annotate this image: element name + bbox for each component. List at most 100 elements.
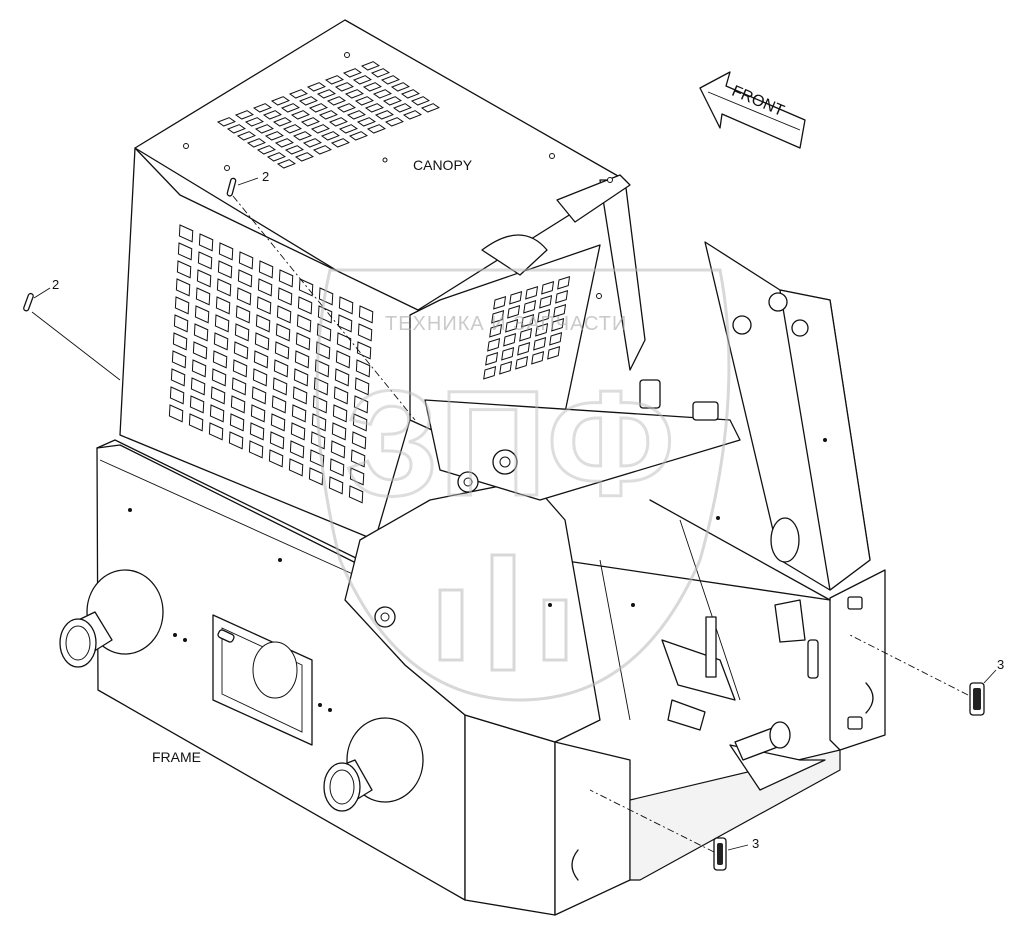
grille-opening bbox=[233, 341, 249, 360]
grille-opening bbox=[302, 138, 322, 148]
grille-opening bbox=[174, 296, 190, 315]
axle-tube-right bbox=[323, 717, 424, 812]
grille-opening bbox=[228, 431, 244, 450]
grille-opening bbox=[382, 96, 402, 106]
grille-opening bbox=[297, 296, 313, 315]
callout-2-top-group: 2 bbox=[226, 169, 416, 421]
grille-opening bbox=[178, 224, 194, 243]
grille-opening bbox=[273, 359, 289, 378]
grille-opening bbox=[517, 342, 531, 356]
grille-opening bbox=[254, 332, 270, 351]
grille-opening bbox=[537, 309, 551, 323]
grille-opening bbox=[252, 103, 272, 113]
grille-opening bbox=[328, 476, 344, 495]
grille-opening bbox=[332, 404, 348, 423]
grille-opening bbox=[249, 422, 265, 441]
grille-opening bbox=[521, 314, 535, 328]
grille-opening bbox=[354, 377, 370, 396]
watermark-letters: ЗПФ bbox=[345, 359, 675, 527]
grille-opening bbox=[269, 431, 285, 450]
grille-opening bbox=[250, 404, 266, 423]
grille-opening bbox=[288, 458, 304, 477]
grille-opening bbox=[392, 103, 412, 113]
grille-opening bbox=[270, 413, 286, 432]
grille-opening bbox=[246, 138, 266, 148]
grille-opening bbox=[211, 368, 227, 387]
grille-opening bbox=[390, 82, 410, 92]
grille-opening bbox=[229, 413, 245, 432]
grille-opening bbox=[197, 251, 213, 270]
grille-opening bbox=[177, 242, 193, 261]
grille-opening bbox=[236, 287, 252, 306]
grille-opening bbox=[291, 404, 307, 423]
grille-opening bbox=[358, 305, 374, 324]
grille-opening bbox=[515, 356, 529, 370]
grille-opening bbox=[169, 386, 185, 405]
callout-3-right: 3 bbox=[997, 657, 1004, 672]
grille-opening bbox=[195, 287, 211, 306]
grille-opening bbox=[336, 332, 352, 351]
grille-opening bbox=[274, 138, 294, 148]
grille-opening bbox=[175, 278, 191, 297]
grille-opening bbox=[172, 332, 188, 351]
grille-opening bbox=[549, 332, 563, 346]
grille-opening bbox=[232, 359, 248, 378]
grille-opening bbox=[236, 131, 256, 141]
callout-2-left: 2 bbox=[52, 277, 59, 292]
grille-opening bbox=[171, 350, 187, 369]
grille-opening bbox=[330, 440, 346, 459]
axle-tube-left bbox=[59, 569, 164, 668]
watermark-text: ТЕХНИКА И ЗАПЧАСТИ bbox=[385, 313, 627, 335]
grille-opening bbox=[353, 395, 369, 414]
grille-opening bbox=[290, 110, 310, 120]
grille-opening bbox=[355, 359, 371, 378]
grille-opening bbox=[308, 103, 328, 113]
grille-opening bbox=[338, 296, 354, 315]
grille-opening bbox=[251, 386, 267, 405]
callout-2-left-group: 2 bbox=[23, 277, 121, 381]
grille-opening bbox=[503, 333, 517, 347]
grille-opening bbox=[531, 351, 545, 365]
grille-opening bbox=[372, 89, 392, 99]
grille-opening bbox=[212, 350, 228, 369]
grille-opening bbox=[209, 404, 225, 423]
grille-opening bbox=[300, 117, 320, 127]
grille-opening bbox=[298, 278, 314, 297]
side-screen-grille bbox=[168, 224, 374, 504]
grille-opening bbox=[252, 368, 268, 387]
grille-opening bbox=[280, 103, 300, 113]
grille-opening bbox=[256, 296, 272, 315]
grille-opening bbox=[539, 295, 553, 309]
grille-opening bbox=[289, 440, 305, 459]
grille-opening bbox=[489, 324, 503, 338]
grille-opening bbox=[333, 386, 349, 405]
grille-opening bbox=[348, 131, 368, 141]
grille-opening bbox=[276, 305, 292, 324]
grille-opening bbox=[335, 350, 351, 369]
grille-opening bbox=[256, 145, 276, 155]
grille-opening bbox=[547, 346, 561, 360]
grille-opening bbox=[277, 287, 293, 306]
grille-opening bbox=[190, 377, 206, 396]
grille-opening bbox=[324, 75, 344, 85]
grille-opening bbox=[194, 305, 210, 324]
grille-opening bbox=[555, 290, 569, 304]
grille-opening bbox=[193, 323, 209, 342]
grille-opening bbox=[362, 82, 382, 92]
grille-opening bbox=[208, 422, 224, 441]
grille-opening bbox=[271, 395, 287, 414]
grille-opening bbox=[189, 395, 205, 414]
grille-opening bbox=[216, 278, 232, 297]
grille-opening bbox=[170, 368, 186, 387]
grille-opening bbox=[310, 124, 330, 134]
grille-opening bbox=[346, 110, 366, 120]
grille-opening bbox=[238, 251, 254, 270]
grille-opening bbox=[420, 103, 440, 113]
grille-opening bbox=[533, 337, 547, 351]
grille-opening bbox=[231, 377, 247, 396]
grille-opening bbox=[258, 260, 274, 279]
grille-opening bbox=[360, 61, 380, 71]
grille-opening bbox=[337, 314, 353, 333]
grille-opening bbox=[272, 117, 292, 127]
callout-3-bottom-group: 3 bbox=[589, 789, 759, 871]
